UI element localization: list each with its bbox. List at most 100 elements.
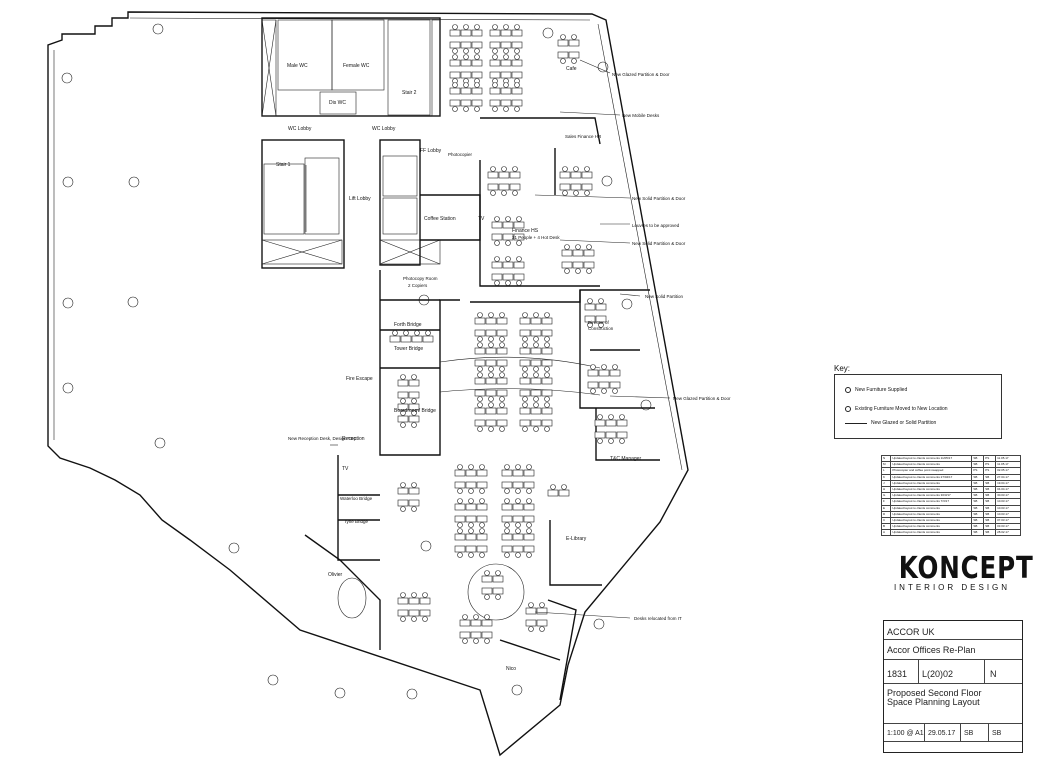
chair [619, 414, 625, 420]
desk [512, 503, 524, 511]
desk [557, 51, 569, 59]
desk [523, 515, 535, 523]
chair [463, 24, 469, 30]
chair [474, 106, 480, 112]
chair [533, 396, 539, 402]
desk [460, 29, 472, 37]
chair [514, 24, 520, 30]
logo-subtitle: INTERIOR DESIGN [893, 583, 1011, 592]
chair [571, 34, 577, 40]
chair [473, 638, 479, 644]
desk [595, 315, 607, 323]
desk [491, 221, 503, 229]
room-wc-lobby-b: WC Lobby [372, 126, 396, 132]
chair [503, 48, 509, 54]
chair [499, 396, 505, 402]
chair [463, 82, 469, 88]
project-name: Accor Offices Re-Plan [887, 645, 976, 655]
desk-cluster [397, 592, 431, 622]
chair [484, 614, 490, 620]
desk [454, 481, 466, 489]
desk [568, 51, 580, 59]
chair [457, 488, 463, 494]
desk [500, 99, 512, 107]
chair [526, 498, 532, 504]
chair [526, 528, 532, 534]
chair [477, 402, 483, 408]
revision-cell: A [880, 529, 892, 537]
circle-icon [845, 406, 851, 412]
key-item-label: Existing Furniture Moved to New Location [855, 406, 948, 412]
room-coffee-station: Coffee Station [424, 216, 456, 222]
desk [460, 71, 472, 79]
desk [471, 71, 483, 79]
desk [397, 403, 409, 411]
desk-cluster [489, 54, 523, 84]
desk [460, 41, 472, 49]
room-dis-wc: Dis WC [329, 100, 346, 106]
annotation-8: New Reception Desk, Design TBC [288, 436, 357, 441]
desk [541, 389, 553, 397]
desk [500, 87, 512, 95]
chair [499, 342, 505, 348]
chair [463, 54, 469, 60]
chair [411, 374, 417, 380]
room-lift-lobby: Lift Lobby [349, 196, 371, 202]
chair [468, 464, 474, 470]
desk [454, 545, 466, 553]
key-item-partition: New Glazed or Solid Partition [845, 420, 936, 426]
desk-cluster [584, 298, 607, 328]
desk [512, 545, 524, 553]
chair [479, 528, 485, 534]
desk [572, 249, 584, 257]
chair [522, 342, 528, 348]
desk [408, 597, 420, 605]
desk [541, 419, 553, 427]
chair [504, 522, 510, 528]
chair [492, 82, 498, 88]
chair [457, 498, 463, 504]
desk [476, 481, 488, 489]
desk [485, 407, 497, 415]
chair [484, 570, 490, 576]
desk [481, 619, 493, 627]
desk [536, 607, 548, 615]
chair [488, 336, 494, 342]
chair [411, 506, 417, 512]
chair [452, 106, 458, 112]
desk [502, 273, 514, 281]
desk [500, 71, 512, 79]
desk [541, 359, 553, 367]
chair [490, 166, 496, 172]
drawing-date: 29.05.17 [928, 730, 956, 737]
key-item-new: New Furniture Supplied [845, 387, 907, 393]
chair [505, 216, 511, 222]
annotation-5: New Solid Partition & Door [632, 241, 686, 246]
chair [468, 528, 474, 534]
desk [411, 335, 423, 343]
desk [489, 41, 501, 49]
chair [516, 280, 522, 286]
desk [397, 391, 409, 399]
chair [411, 410, 417, 416]
chair [411, 422, 417, 428]
desk-cluster [397, 482, 420, 512]
chair [400, 506, 406, 512]
desk-cluster [474, 342, 508, 372]
key-item-label: New Furniture Supplied [855, 387, 908, 393]
chair [612, 364, 618, 370]
desk [471, 99, 483, 107]
chair [499, 426, 505, 432]
chair [495, 570, 501, 576]
room-tyne-bridge: Tyne Bridge [344, 519, 369, 524]
desk [501, 503, 513, 511]
chair [561, 484, 567, 490]
desk [474, 377, 486, 385]
chair [488, 396, 494, 402]
chair [462, 614, 468, 620]
desk [559, 183, 571, 191]
desk [530, 359, 542, 367]
chair [452, 82, 458, 88]
desk [476, 503, 488, 511]
